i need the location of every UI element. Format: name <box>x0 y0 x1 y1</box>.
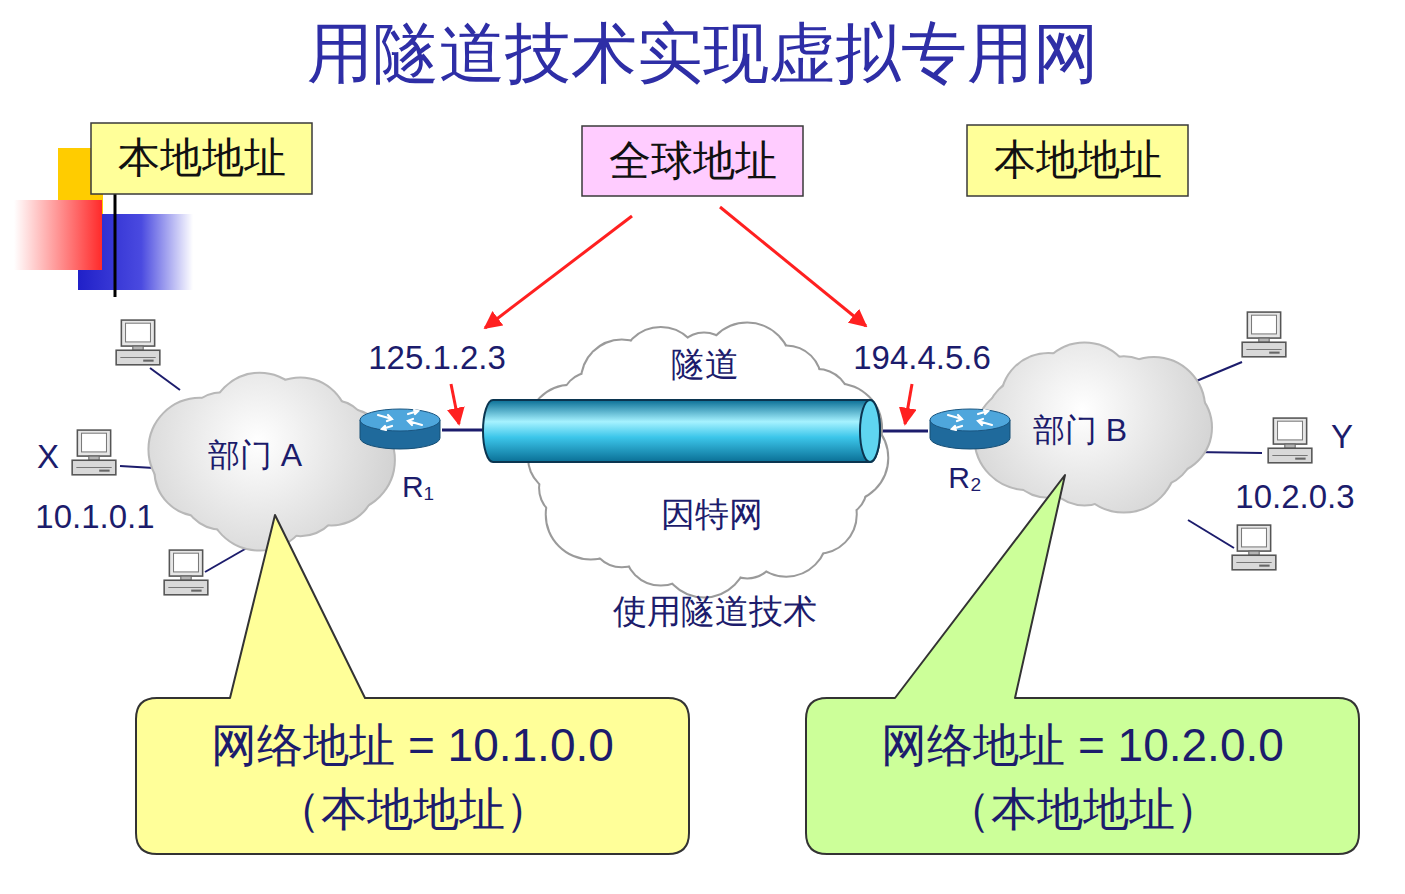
callout-outline <box>136 515 689 854</box>
router-arrow <box>952 426 962 430</box>
node-text: R₂ <box>948 461 981 496</box>
cloud-core <box>193 418 347 502</box>
node-text: 因特网 <box>661 495 763 534</box>
router-arrows <box>948 410 992 430</box>
box-outline <box>582 126 803 196</box>
ip-address: 194.4.5.6 <box>851 340 993 376</box>
cloud-core <box>1020 388 1169 467</box>
cloud-fill <box>975 343 1211 511</box>
ip-address: 10.2.0.3 <box>1233 479 1356 515</box>
router: R₁ <box>358 408 442 508</box>
ip-address: 10.1.0.1 <box>33 499 156 535</box>
department-cloud: 部门 A <box>145 370 395 550</box>
computer-icon <box>72 430 116 475</box>
pointer-arrow <box>720 207 866 326</box>
diagram-title: 用隧道技术实现虚拟专用网 <box>0 14 1405 93</box>
node-text: 部门 A <box>208 437 302 474</box>
pointer-arrow <box>485 216 632 328</box>
box-outline <box>967 125 1188 196</box>
computer-icon <box>1268 418 1312 463</box>
computer-icon <box>164 550 208 595</box>
link-line <box>442 429 483 432</box>
tunnel-end <box>860 400 880 462</box>
callout-bubble: 网络地址 = 10.1.0.0 （本地地址） <box>135 697 690 855</box>
node-text: （本地地址） <box>945 783 1221 836</box>
router: R₂ <box>928 408 1012 508</box>
node-text: 隧道 <box>671 345 739 384</box>
router-arrow <box>408 419 422 425</box>
node-text: 本地地址 <box>118 134 286 182</box>
router-top <box>930 409 1010 431</box>
router-arrows <box>378 410 422 430</box>
node-text: 网络地址 = 10.1.0.0 <box>211 719 614 772</box>
host-name: X <box>35 439 61 475</box>
node-text: R₁ <box>402 470 434 505</box>
tunnel-body <box>483 400 880 462</box>
cloud-outline <box>975 343 1211 511</box>
router-arrow <box>948 415 962 421</box>
address-box: 全球地址 <box>581 125 804 197</box>
callout-outline <box>806 475 1359 854</box>
node-text: 全球地址 <box>609 137 777 185</box>
router-arrow <box>378 415 392 421</box>
internet-cloud: 因特网 隧道 <box>520 318 888 598</box>
address-box: 本地地址 <box>90 122 313 195</box>
host-name: Y <box>1329 419 1355 455</box>
cloud-outline <box>149 374 393 550</box>
cloud-fill <box>149 374 393 550</box>
callout-bubble: 网络地址 = 10.2.0.0 （本地地址） <box>805 697 1360 855</box>
cloud-core <box>1020 388 1169 467</box>
pointer-arrow <box>451 384 459 424</box>
router-arrow <box>408 410 418 414</box>
node-text: 本地地址 <box>994 136 1162 184</box>
computer-icon <box>1242 312 1286 357</box>
link-line <box>880 430 928 433</box>
deco-rule <box>62 257 1310 261</box>
address-box: 本地地址 <box>966 124 1189 197</box>
computer-icon <box>1232 525 1276 570</box>
node-text: 部门 B <box>1033 412 1127 449</box>
caption-note: 使用隧道技术 <box>611 593 819 630</box>
router-arrow <box>978 419 992 425</box>
router-arrow <box>382 426 392 430</box>
router-arrow <box>978 410 988 414</box>
node-text: （本地地址） <box>275 783 551 836</box>
ip-address: 125.1.2.3 <box>366 340 508 376</box>
computer-icon <box>116 320 160 365</box>
tunnel-cylinder: 隧道 <box>483 343 880 462</box>
node-text: 网络地址 = 10.2.0.0 <box>881 719 1284 772</box>
cloud-core <box>193 418 347 502</box>
router-top <box>360 409 440 431</box>
box-outline <box>91 123 312 194</box>
deco-rule <box>114 193 117 297</box>
pointer-arrow <box>905 384 912 424</box>
